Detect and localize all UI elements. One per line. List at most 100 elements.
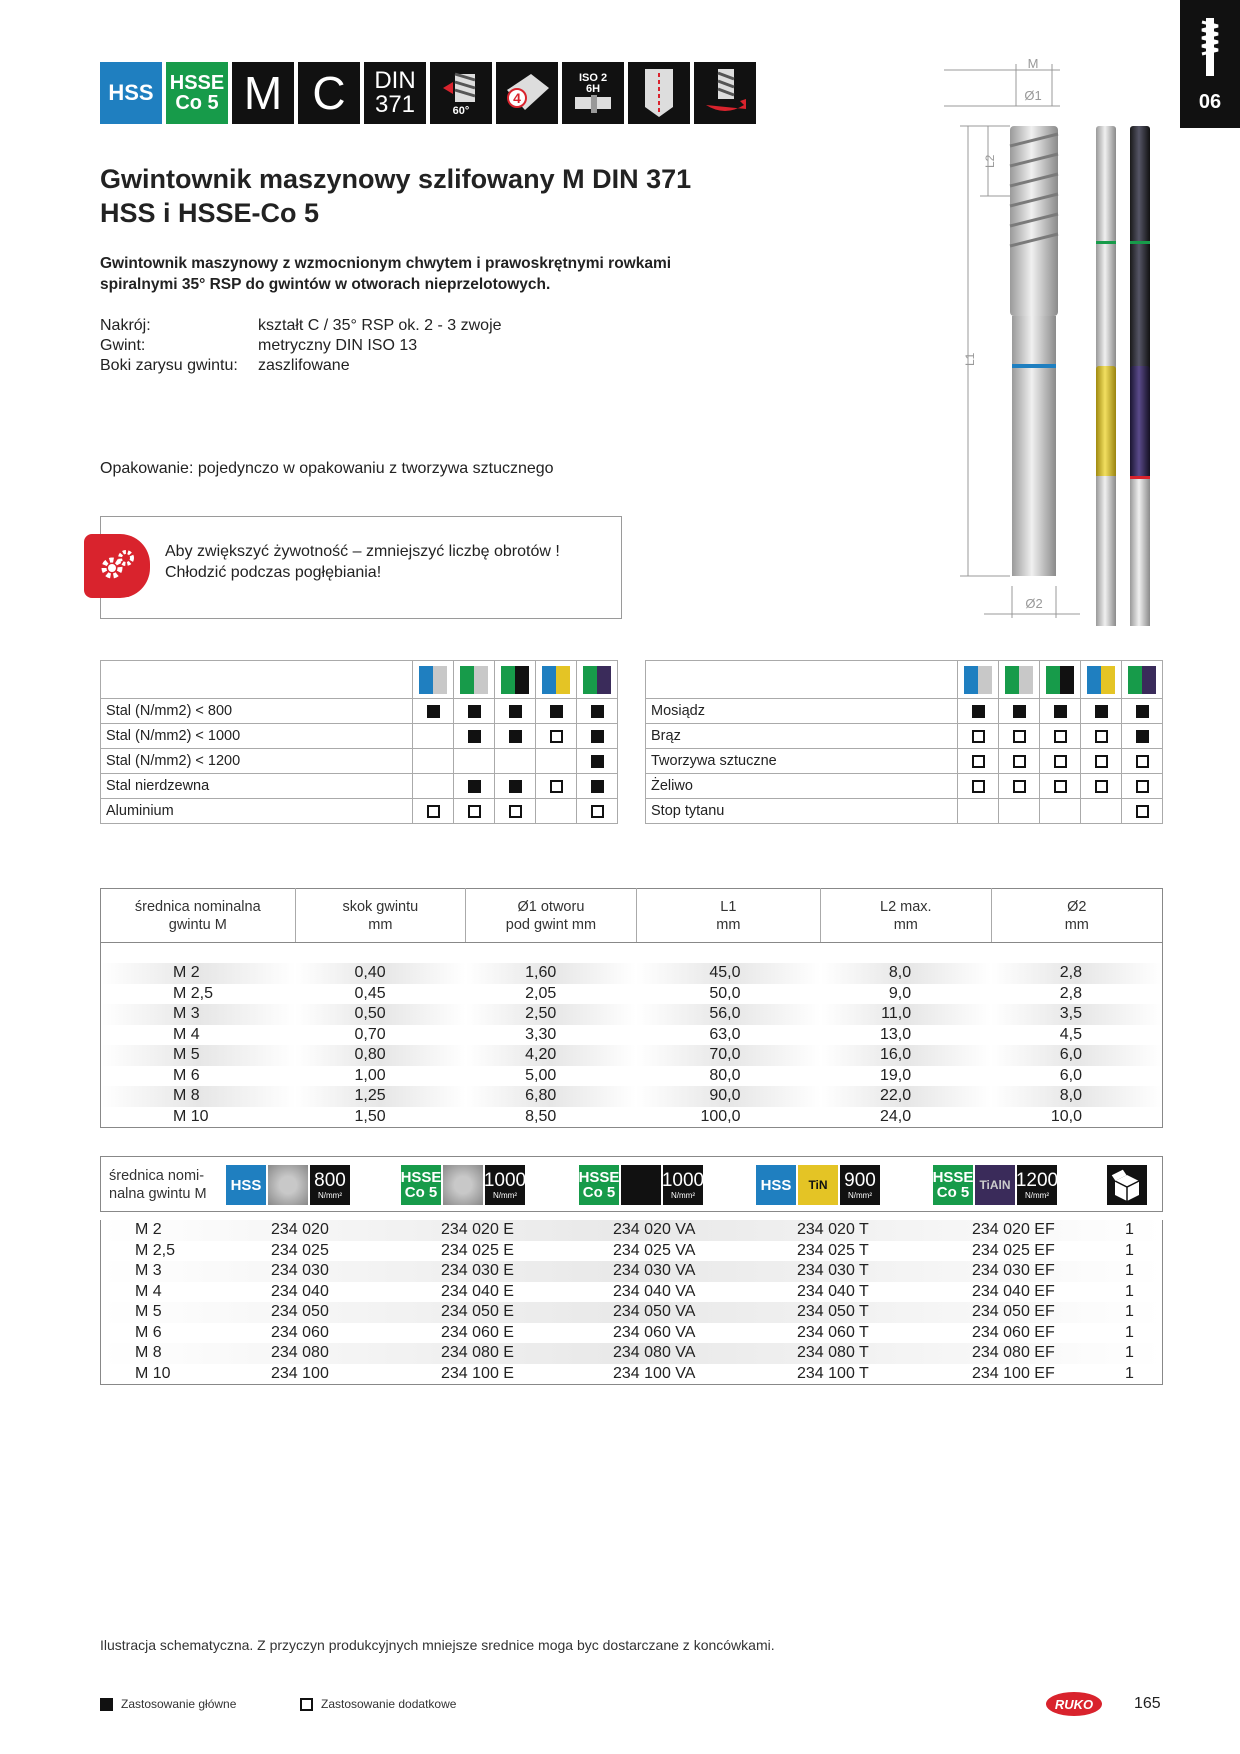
- dims-cell: 63,0: [636, 1024, 821, 1045]
- dims-cell: 4,5: [991, 1024, 1163, 1045]
- material-row: Stal (N/mm2) < 1000: [99, 723, 618, 749]
- coating-icon: TiN: [798, 1165, 838, 1205]
- extra-use-icon: [971, 729, 985, 743]
- usage-cell: [412, 698, 455, 724]
- order-number: 234 060 T: [797, 1323, 869, 1341]
- order-qty: 1: [1125, 1241, 1134, 1259]
- coating-icon: [268, 1165, 308, 1205]
- usage-cell: [1039, 773, 1082, 799]
- usage-cell: [1080, 698, 1122, 724]
- main-use-icon: [467, 704, 481, 718]
- svg-text:Ø2: Ø2: [1025, 596, 1042, 611]
- extra-use-icon: [1053, 754, 1067, 768]
- order-number: 234 030 T: [797, 1262, 869, 1279]
- intro-text: Gwintownik maszynowy z wzmocnionym chwyt…: [100, 255, 672, 293]
- svg-text:L2: L2: [983, 154, 997, 168]
- usage-cell: [453, 798, 496, 824]
- extra-use-icon: [508, 804, 522, 818]
- extra-use-icon: [1094, 779, 1108, 793]
- usage-cell: [957, 698, 1000, 724]
- dims-cell: 2,05: [465, 983, 637, 1004]
- svg-text:Ø1: Ø1: [1024, 88, 1041, 103]
- order-number: 234 080 E: [441, 1344, 514, 1361]
- dims-cell: 6,80: [465, 1086, 637, 1107]
- main-use-icon: [426, 704, 440, 718]
- extra-use-icon: [590, 804, 604, 818]
- usage-cell: [998, 698, 1041, 724]
- thread-60-icon: 60°: [430, 62, 492, 124]
- extra-use-icon: [549, 729, 563, 743]
- dims-cell: 11,0: [820, 1004, 992, 1025]
- coating-chip: [998, 660, 1041, 699]
- tap-tab-icon: [1201, 18, 1219, 76]
- usage-cell: [412, 798, 455, 824]
- iso-6h-icon: ISO 2 6H: [562, 62, 624, 124]
- usage-cell: [412, 773, 455, 799]
- main-use-icon: [1053, 704, 1067, 718]
- order-qty: 1: [1125, 1262, 1134, 1279]
- empty-square-icon: [300, 1697, 313, 1711]
- dims-cell: 56,0: [636, 1004, 821, 1025]
- usage-cell: [1080, 773, 1122, 799]
- usage-cell: [957, 723, 1000, 749]
- extra-use-icon: [1053, 779, 1067, 793]
- extra-use-icon: [467, 804, 481, 818]
- order-number: 234 040 EF: [972, 1282, 1055, 1300]
- material-name: Mosiądz: [644, 698, 959, 724]
- main-use-icon: [590, 779, 604, 793]
- main-use-icon: [467, 779, 481, 793]
- usage-cell: [535, 773, 578, 799]
- material-row: Aluminium: [99, 798, 618, 824]
- order-number: 234 030 EF: [972, 1262, 1055, 1279]
- packaging-text: Opakowanie: pojedynczo w opakowaniu z tw…: [100, 460, 554, 477]
- material-row: Brąz: [644, 723, 1163, 749]
- usage-cell: [1039, 748, 1082, 774]
- dims-cell: 3,5: [991, 1004, 1163, 1025]
- main-use-icon: [590, 704, 604, 718]
- order-number: 234 080: [271, 1344, 329, 1361]
- title-line-2: HSS i HSSE-Co 5: [100, 198, 320, 228]
- order-size: M 2,5: [135, 1241, 176, 1259]
- coating-chip: [412, 660, 455, 699]
- dims-cell: 2,8: [991, 963, 1163, 984]
- extra-use-icon: [1135, 754, 1149, 768]
- dims-cell: 16,0: [820, 1045, 992, 1066]
- usage-cell: [412, 748, 455, 774]
- dims-cell: 3,30: [465, 1024, 637, 1045]
- order-number: 234 050 E: [441, 1303, 514, 1320]
- dims-cell: 45,0: [636, 963, 821, 984]
- usage-cell: [494, 748, 537, 774]
- filled-square-icon: [100, 1697, 113, 1711]
- usage-cell: [957, 773, 1000, 799]
- prop-value: kształt C / 35° RSP ok. 2 - 3 zwoje: [258, 317, 502, 334]
- order-qty: 1: [1125, 1282, 1134, 1300]
- extra-use-icon: [971, 754, 985, 768]
- dims-cell: 2,8: [991, 983, 1163, 1004]
- dims-cell: M 5: [100, 1045, 296, 1066]
- coating-icon: [443, 1165, 483, 1205]
- material-name: Aluminium: [99, 798, 414, 824]
- order-qty: 1: [1125, 1221, 1134, 1238]
- material-row: Żeliwo: [644, 773, 1163, 799]
- usage-cell: [1121, 698, 1163, 724]
- usage-cell: [412, 723, 455, 749]
- material-name: Stal (N/mm2) < 800: [99, 698, 414, 724]
- dims-cell: 24,0: [820, 1106, 992, 1128]
- dims-cell: 5,00: [465, 1065, 637, 1086]
